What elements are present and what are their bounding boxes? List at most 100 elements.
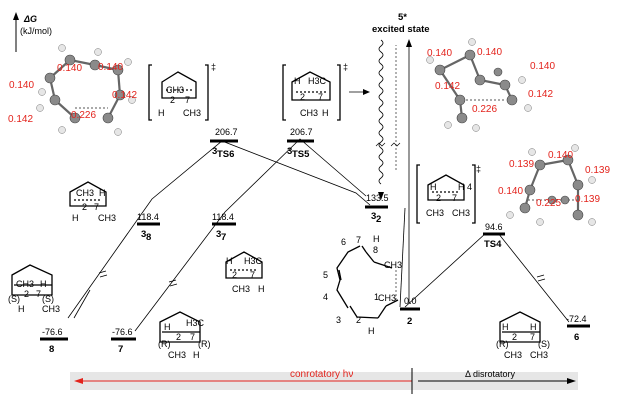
excited-state: 5* excited state bbox=[349, 12, 430, 304]
bond-tr-3: 0.142 bbox=[435, 81, 460, 92]
svg-text:H: H bbox=[530, 322, 537, 332]
svg-text:‡: ‡ bbox=[211, 62, 216, 72]
svg-text:(R): (R) bbox=[198, 339, 211, 349]
svg-text:H: H bbox=[40, 279, 47, 289]
label-3-2: 2 bbox=[376, 214, 381, 225]
svg-text:CH3: CH3 bbox=[378, 293, 396, 303]
sup-3-8: 3 bbox=[141, 229, 146, 240]
svg-text:2: 2 bbox=[170, 95, 175, 105]
svg-text:CH3: CH3 bbox=[168, 350, 186, 360]
svg-text:(R): (R) bbox=[496, 339, 509, 349]
ball-stick-model-mid-right: 0.139 0.140 0.139 0.140 0.139 0.225 bbox=[498, 144, 610, 226]
value-3TS6: 206.7 bbox=[215, 127, 238, 137]
conrotatory-label: conrotatory hν bbox=[290, 369, 353, 380]
ball-stick-model-top-left: 0.140 0.140 0.140 0.142 0.142 0.226 bbox=[8, 44, 137, 136]
bond-tr-2: 0.140 bbox=[530, 61, 555, 72]
svg-text:CH3: CH3 bbox=[166, 85, 184, 95]
svg-text:7: 7 bbox=[94, 202, 99, 212]
label-6: 6 bbox=[574, 332, 579, 343]
bond-tr-4: 0.142 bbox=[528, 89, 553, 100]
disrotatory-label: Δ disrotatory bbox=[465, 369, 516, 379]
svg-text:8: 8 bbox=[373, 245, 378, 255]
value-6: -72.4 bbox=[566, 314, 587, 324]
label-8: 8 bbox=[49, 344, 54, 355]
svg-text:CH3: CH3 bbox=[384, 260, 402, 270]
svg-text:CH3: CH3 bbox=[16, 279, 34, 289]
svg-text:(R): (R) bbox=[158, 339, 171, 349]
excited-title: 5* bbox=[398, 12, 407, 23]
label-3-7: 7 bbox=[221, 232, 226, 243]
svg-text:2: 2 bbox=[436, 193, 441, 203]
bond-tl-1: 0.140 bbox=[98, 62, 123, 73]
svg-text:2: 2 bbox=[176, 332, 181, 342]
svg-text:H3C: H3C bbox=[244, 256, 263, 266]
svg-text:H3C: H3C bbox=[308, 76, 327, 86]
bond-mr-4: 0.139 bbox=[575, 194, 600, 205]
mechanism-bar: conrotatory hν Δ disrotatory bbox=[70, 368, 578, 394]
svg-text:7: 7 bbox=[530, 332, 535, 342]
svg-text:CH3: CH3 bbox=[76, 188, 94, 198]
structure-8: CH3 H 2 7 (S) (S) H CH3 bbox=[8, 264, 60, 314]
svg-text:(S): (S) bbox=[42, 294, 54, 304]
svg-text:H: H bbox=[158, 108, 165, 118]
svg-text:‡: ‡ bbox=[476, 164, 481, 174]
svg-text:7: 7 bbox=[190, 332, 195, 342]
label-3TS6: TS6 bbox=[217, 149, 234, 160]
svg-text:2: 2 bbox=[300, 92, 305, 102]
axis-label: ΔG bbox=[23, 14, 37, 24]
svg-text:H: H bbox=[294, 76, 301, 86]
bond-tl-3: 0.142 bbox=[112, 90, 137, 101]
svg-text:CH3: CH3 bbox=[504, 350, 522, 360]
svg-text:2: 2 bbox=[232, 270, 237, 280]
svg-text:6: 6 bbox=[341, 237, 346, 247]
svg-text:4: 4 bbox=[323, 292, 328, 302]
svg-text:H: H bbox=[502, 322, 509, 332]
bond-tr-5: 0.226 bbox=[472, 104, 497, 115]
bond-tl-4: 0.142 bbox=[8, 114, 33, 125]
svg-text:CH3: CH3 bbox=[426, 208, 444, 218]
svg-text:H: H bbox=[18, 304, 25, 314]
svg-text:7: 7 bbox=[36, 289, 41, 299]
bond-tl-5: 0.226 bbox=[71, 110, 96, 121]
svg-text:CH3: CH3 bbox=[98, 213, 116, 223]
label-3-8: 8 bbox=[146, 232, 151, 243]
svg-text:H: H bbox=[368, 326, 375, 336]
sup-3-2: 3 bbox=[371, 211, 376, 222]
break-marks bbox=[98, 270, 546, 287]
bond-tr-1: 0.140 bbox=[477, 47, 502, 58]
bond-mr-5: 0.225 bbox=[536, 198, 561, 209]
svg-text:H: H bbox=[458, 182, 465, 192]
svg-text:CH3: CH3 bbox=[530, 350, 548, 360]
svg-text:H: H bbox=[193, 350, 200, 360]
energy-levels: -76.6 8 -76.6 7 118.4 3 8 118.4 3 7 206.… bbox=[40, 127, 590, 355]
value-TS4: 94.6 bbox=[485, 222, 503, 232]
svg-text:7: 7 bbox=[318, 92, 323, 102]
svg-text:7: 7 bbox=[185, 95, 190, 105]
svg-text:‡: ‡ bbox=[343, 62, 348, 72]
svg-text:(S): (S) bbox=[8, 294, 20, 304]
sup-3-7: 3 bbox=[216, 229, 221, 240]
svg-text:H: H bbox=[164, 322, 171, 332]
value-7: -76.6 bbox=[112, 327, 133, 337]
structure-ts5: ‡ H H3C CH3 H 2 7 bbox=[282, 62, 348, 121]
label-3TS5: TS5 bbox=[292, 149, 310, 160]
bond-tl-0: 0.140 bbox=[57, 63, 82, 74]
svg-text:H: H bbox=[226, 256, 233, 266]
label-TS4: TS4 bbox=[484, 239, 502, 250]
svg-text:H: H bbox=[72, 213, 79, 223]
svg-text:H: H bbox=[373, 234, 380, 244]
structure-cot: 6 7 8 5 4 3 2 1 H CH3 CH3 H bbox=[323, 234, 402, 336]
structure-ts4: ‡ H H 2 7 4 CH3 CH3 bbox=[416, 164, 481, 224]
svg-text:2: 2 bbox=[356, 315, 361, 325]
bond-tr-0: 0.140 bbox=[427, 48, 452, 59]
value-3-7: 118.4 bbox=[212, 212, 234, 222]
svg-text:5: 5 bbox=[323, 270, 328, 280]
svg-text:H: H bbox=[258, 284, 265, 294]
axis-unit: (kJ/mol) bbox=[20, 26, 52, 36]
svg-text:7: 7 bbox=[356, 235, 361, 245]
svg-text:2: 2 bbox=[82, 202, 87, 212]
svg-text:2: 2 bbox=[512, 332, 517, 342]
svg-text:H: H bbox=[99, 188, 106, 198]
sup-3TS5: 3 bbox=[287, 146, 292, 157]
